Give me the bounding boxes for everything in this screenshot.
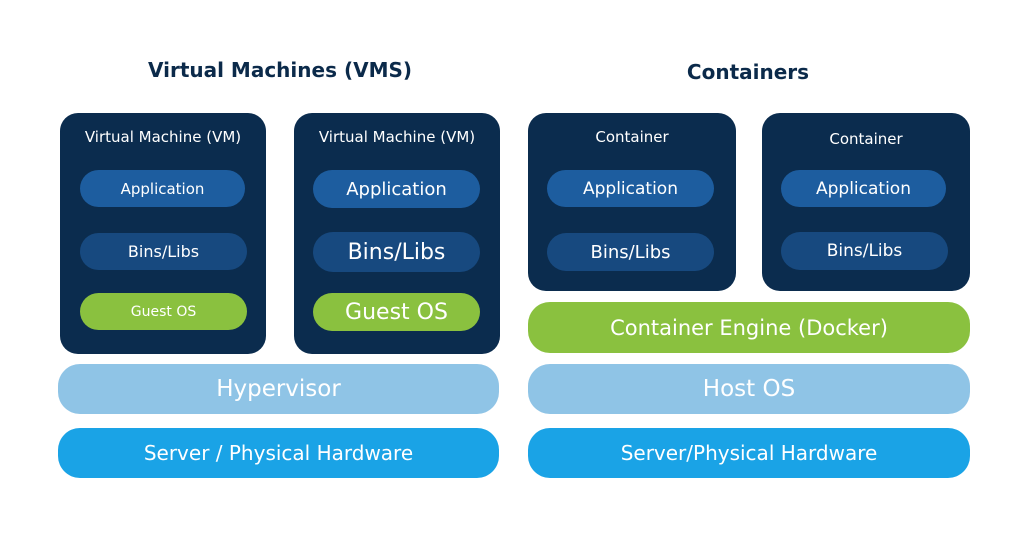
vm-label: Virtual Machine (VM): [84, 128, 242, 146]
bins-libs-layer: Bins/Libs: [547, 233, 714, 271]
application-layer: Application: [80, 170, 245, 207]
container-box-1: Container Application Bins/Libs: [528, 113, 736, 291]
bins-libs-layer: Bins/Libs: [80, 233, 247, 270]
vm-label: Virtual Machine (VM): [318, 128, 476, 146]
container-engine-layer: Container Engine (Docker): [528, 302, 970, 353]
guest-os-layer: Guest OS: [313, 293, 480, 331]
bins-libs-layer: Bins/Libs: [781, 232, 948, 270]
application-layer: Application: [547, 170, 714, 207]
containers-section-title: Containers: [686, 60, 810, 84]
container-label: Container: [829, 130, 903, 148]
vm-section-title: Virtual Machines (VMS): [147, 58, 413, 82]
bins-libs-layer: Bins/Libs: [313, 232, 480, 272]
container-label: Container: [595, 128, 669, 146]
physical-hardware-layer: Server/Physical Hardware: [528, 428, 970, 478]
guest-os-layer: Guest OS: [80, 293, 247, 330]
host-os-layer: Host OS: [528, 364, 970, 414]
physical-hardware-layer: Server / Physical Hardware: [58, 428, 499, 478]
container-box-2: Container Application Bins/Libs: [762, 113, 970, 291]
application-layer: Application: [313, 170, 480, 208]
virtual-machine-box-2: Virtual Machine (VM) Application Bins/Li…: [294, 113, 500, 354]
application-layer: Application: [781, 170, 946, 207]
virtual-machine-box-1: Virtual Machine (VM) Application Bins/Li…: [60, 113, 266, 354]
hypervisor-layer: Hypervisor: [58, 364, 499, 414]
